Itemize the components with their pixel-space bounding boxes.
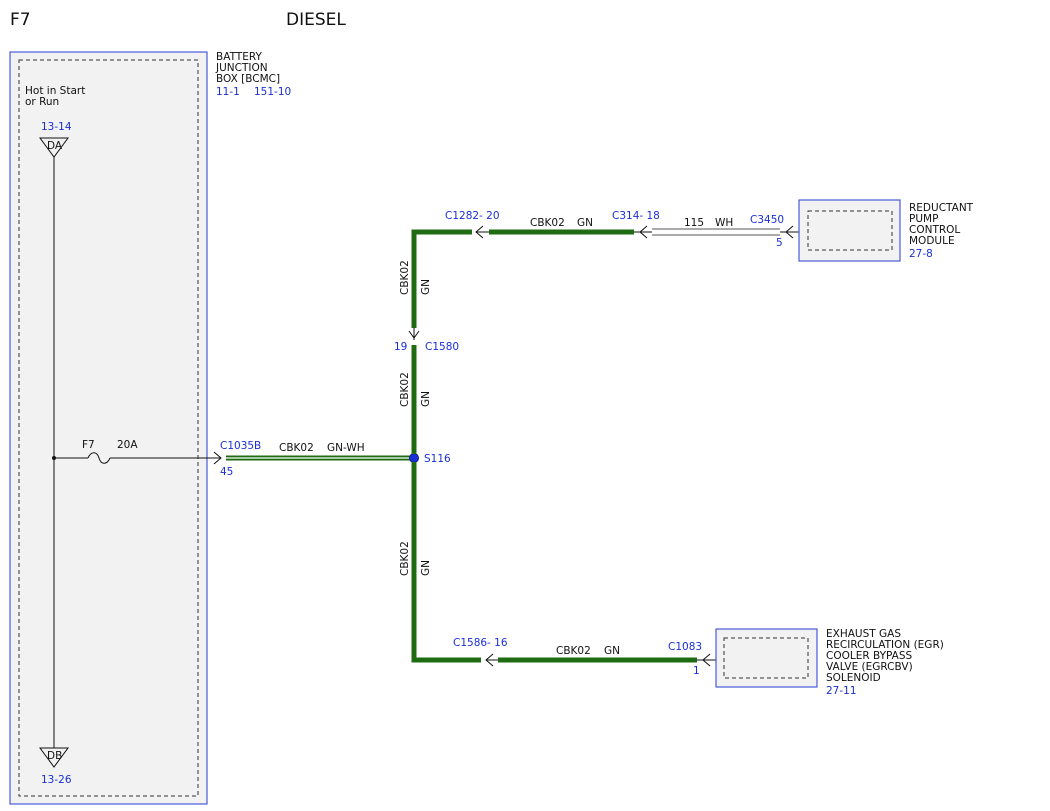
c1083-label[interactable]: C1083 [668, 641, 702, 653]
c3450-label[interactable]: C3450 [750, 214, 784, 226]
c1580-pin: 19 [394, 341, 407, 353]
egr-name-line-5: SOLENOID [826, 672, 881, 684]
egr-bypass-solenoid[interactable] [715, 628, 818, 688]
bus-top-triangle [39, 137, 69, 158]
c1586-label[interactable]: C1586- 16 [453, 637, 508, 649]
egr-name-line-1: EXHAUST GAS [826, 628, 901, 640]
bus-bottom-triangle [39, 747, 69, 768]
egr-name-line-2: RECIRCULATION (EGR) [826, 639, 944, 651]
rpcm-name-line-2: PUMP [909, 213, 938, 225]
c1083-pin: 1 [693, 665, 700, 677]
bjb-name-line-1: BATTERY [216, 51, 262, 63]
rpcm-wire-circuit: 115 [684, 217, 704, 229]
main-wire-circuit: CBK02 [279, 442, 314, 454]
c3450-pin: 5 [776, 237, 783, 249]
bjb-name-line-3: BOX [BCMC] [216, 73, 280, 85]
page-id: F7 [10, 10, 31, 30]
bottom-wire-circuit: CBK02 [556, 645, 591, 657]
c1035b-arrow-icon [213, 451, 222, 465]
top-wire-color: GN [577, 217, 593, 229]
splice-s116-dot[interactable] [409, 453, 419, 463]
splice-s116-label[interactable]: S116 [424, 453, 451, 465]
c1282-label[interactable]: C1282- 20 [445, 210, 500, 222]
bjb-ref-b[interactable]: 151-10 [254, 86, 291, 98]
fuse-symbol[interactable] [87, 452, 111, 464]
bjb-name-line-2: JUNCTION [215, 62, 268, 74]
wire-115-wh[interactable] [652, 228, 780, 236]
vert-mid-color: GN [420, 391, 432, 407]
reductant-pump-module[interactable] [798, 199, 901, 262]
rpcm-name-line-4: MODULE [909, 235, 955, 247]
egr-name-line-3: COOLER BYPASS [826, 650, 913, 662]
c314-label[interactable]: C314- 18 [612, 210, 660, 222]
bjb-ref-a[interactable]: 11-1 [216, 86, 240, 98]
vert-upper-circuit: CBK02 [399, 260, 411, 295]
rpcm-name-line-3: CONTROL [909, 224, 960, 236]
vert-upper-color: GN [420, 279, 432, 295]
egr-ref[interactable]: 27-11 [826, 685, 857, 697]
vert-mid-circuit: CBK02 [399, 372, 411, 407]
rpcm-name-line-1: REDUCTANT [909, 202, 974, 214]
hot-label-line-2: or Run [25, 96, 59, 108]
egr-name-line-4: VALVE (EGRCBV) [826, 661, 913, 673]
top-wire-circuit: CBK02 [530, 217, 565, 229]
page-title: DIESEL [286, 10, 346, 30]
rpcm-ref[interactable]: 27-8 [909, 248, 933, 260]
bjb-outline [9, 51, 208, 805]
main-wire-color: GN-WH [327, 442, 365, 454]
fuse-rating: 20A [117, 439, 138, 451]
rpcm-wire-color: WH [715, 217, 733, 229]
bus-bottom-ref[interactable]: 13-26 [41, 774, 72, 786]
bus-bottom-tag: DB [47, 750, 62, 762]
bus-top-ref[interactable]: 13-14 [41, 121, 72, 133]
c1035b-pin: 45 [220, 466, 233, 478]
battery-junction-box[interactable] [9, 51, 208, 805]
c1580-label[interactable]: C1580 [425, 341, 459, 353]
hot-label-line-1: Hot in Start [25, 85, 85, 97]
vert-lower-color: GN [420, 560, 432, 576]
fuse-id: F7 [82, 439, 95, 451]
bus-top-tag: DA [47, 140, 63, 152]
bjb-inner-outline [18, 59, 199, 797]
bottom-wire-color: GN [604, 645, 620, 657]
c1035b-label[interactable]: C1035B [220, 440, 261, 452]
vert-lower-circuit: CBK02 [399, 541, 411, 576]
